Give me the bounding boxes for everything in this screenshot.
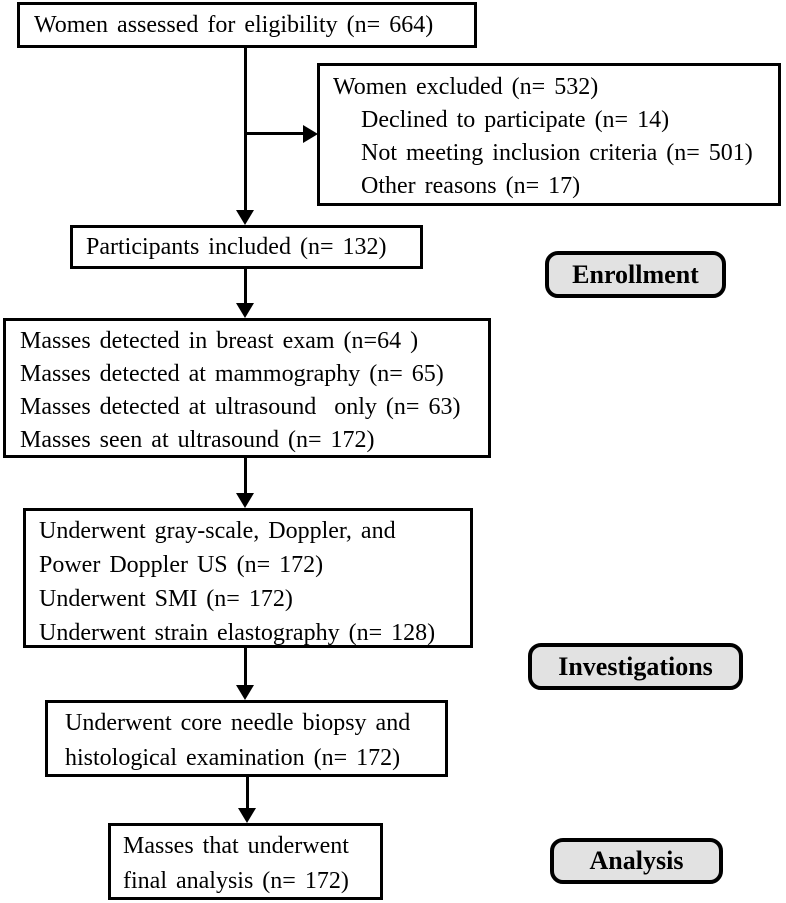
box-final-analysis-line: final analysis (n= 172) — [123, 868, 349, 894]
box-participants-text: Participants included (n= 132) — [86, 233, 387, 260]
box-excluded-title: Women excluded (n= 532) — [333, 74, 599, 100]
connector-eligibility-to-participants — [244, 48, 247, 211]
box-investigations-line: Underwent strain elastography (n= 128) — [39, 620, 436, 646]
box-excluded-item: Declined to participate (n= 14) — [361, 107, 670, 133]
connector-branch-to-excluded — [245, 132, 303, 135]
box-investigations-line: Underwent gray-scale, Doppler, and — [39, 518, 396, 544]
box-biopsy-line: Underwent core needle biopsy and — [65, 710, 411, 736]
box-masses-line: Masses detected at ultrasound only (n= 6… — [20, 394, 461, 420]
arrowhead-down-icon — [236, 685, 254, 700]
box-excluded: Women excluded (n= 532) Declined to part… — [317, 63, 781, 206]
stage-label-investigations: Investigations — [528, 643, 743, 690]
box-investigations-line: Underwent SMI (n= 172) — [39, 586, 293, 612]
arrowhead-right-icon — [303, 125, 318, 143]
arrowhead-down-icon — [236, 303, 254, 318]
arrowhead-down-icon — [236, 493, 254, 508]
box-investigations: Underwent gray-scale, Doppler, and Power… — [23, 508, 473, 648]
box-masses-line: Masses seen at ultrasound (n= 172) — [20, 427, 375, 453]
box-excluded-item: Other reasons (n= 17) — [361, 173, 581, 199]
box-final-analysis: Masses that underwent final analysis (n=… — [108, 823, 383, 900]
connector-masses-to-investigations — [244, 458, 247, 494]
connector-investigations-to-biopsy — [244, 648, 247, 685]
box-biopsy: Underwent core needle biopsy and histolo… — [45, 700, 448, 777]
box-participants: Participants included (n= 132) — [70, 225, 423, 269]
box-eligibility-text: Women assessed for eligibility (n= 664) — [34, 11, 434, 38]
box-masses-line: Masses detected in breast exam (n=64 ) — [20, 328, 419, 354]
stage-label-analysis: Analysis — [550, 838, 723, 884]
arrowhead-down-icon — [238, 808, 256, 823]
stage-label-enrollment: Enrollment — [545, 251, 726, 298]
box-masses: Masses detected in breast exam (n=64 ) M… — [3, 318, 491, 458]
box-final-analysis-line: Masses that underwent — [123, 833, 349, 859]
box-investigations-line: Power Doppler US (n= 172) — [39, 552, 324, 578]
box-eligibility: Women assessed for eligibility (n= 664) — [17, 2, 477, 48]
connector-participants-to-masses — [244, 269, 247, 304]
box-biopsy-line: histological examination (n= 172) — [65, 745, 401, 771]
arrowhead-down-icon — [236, 210, 254, 225]
connector-biopsy-to-final — [246, 777, 249, 809]
box-excluded-item: Not meeting inclusion criteria (n= 501) — [361, 140, 753, 166]
box-masses-line: Masses detected at mammography (n= 65) — [20, 361, 444, 387]
